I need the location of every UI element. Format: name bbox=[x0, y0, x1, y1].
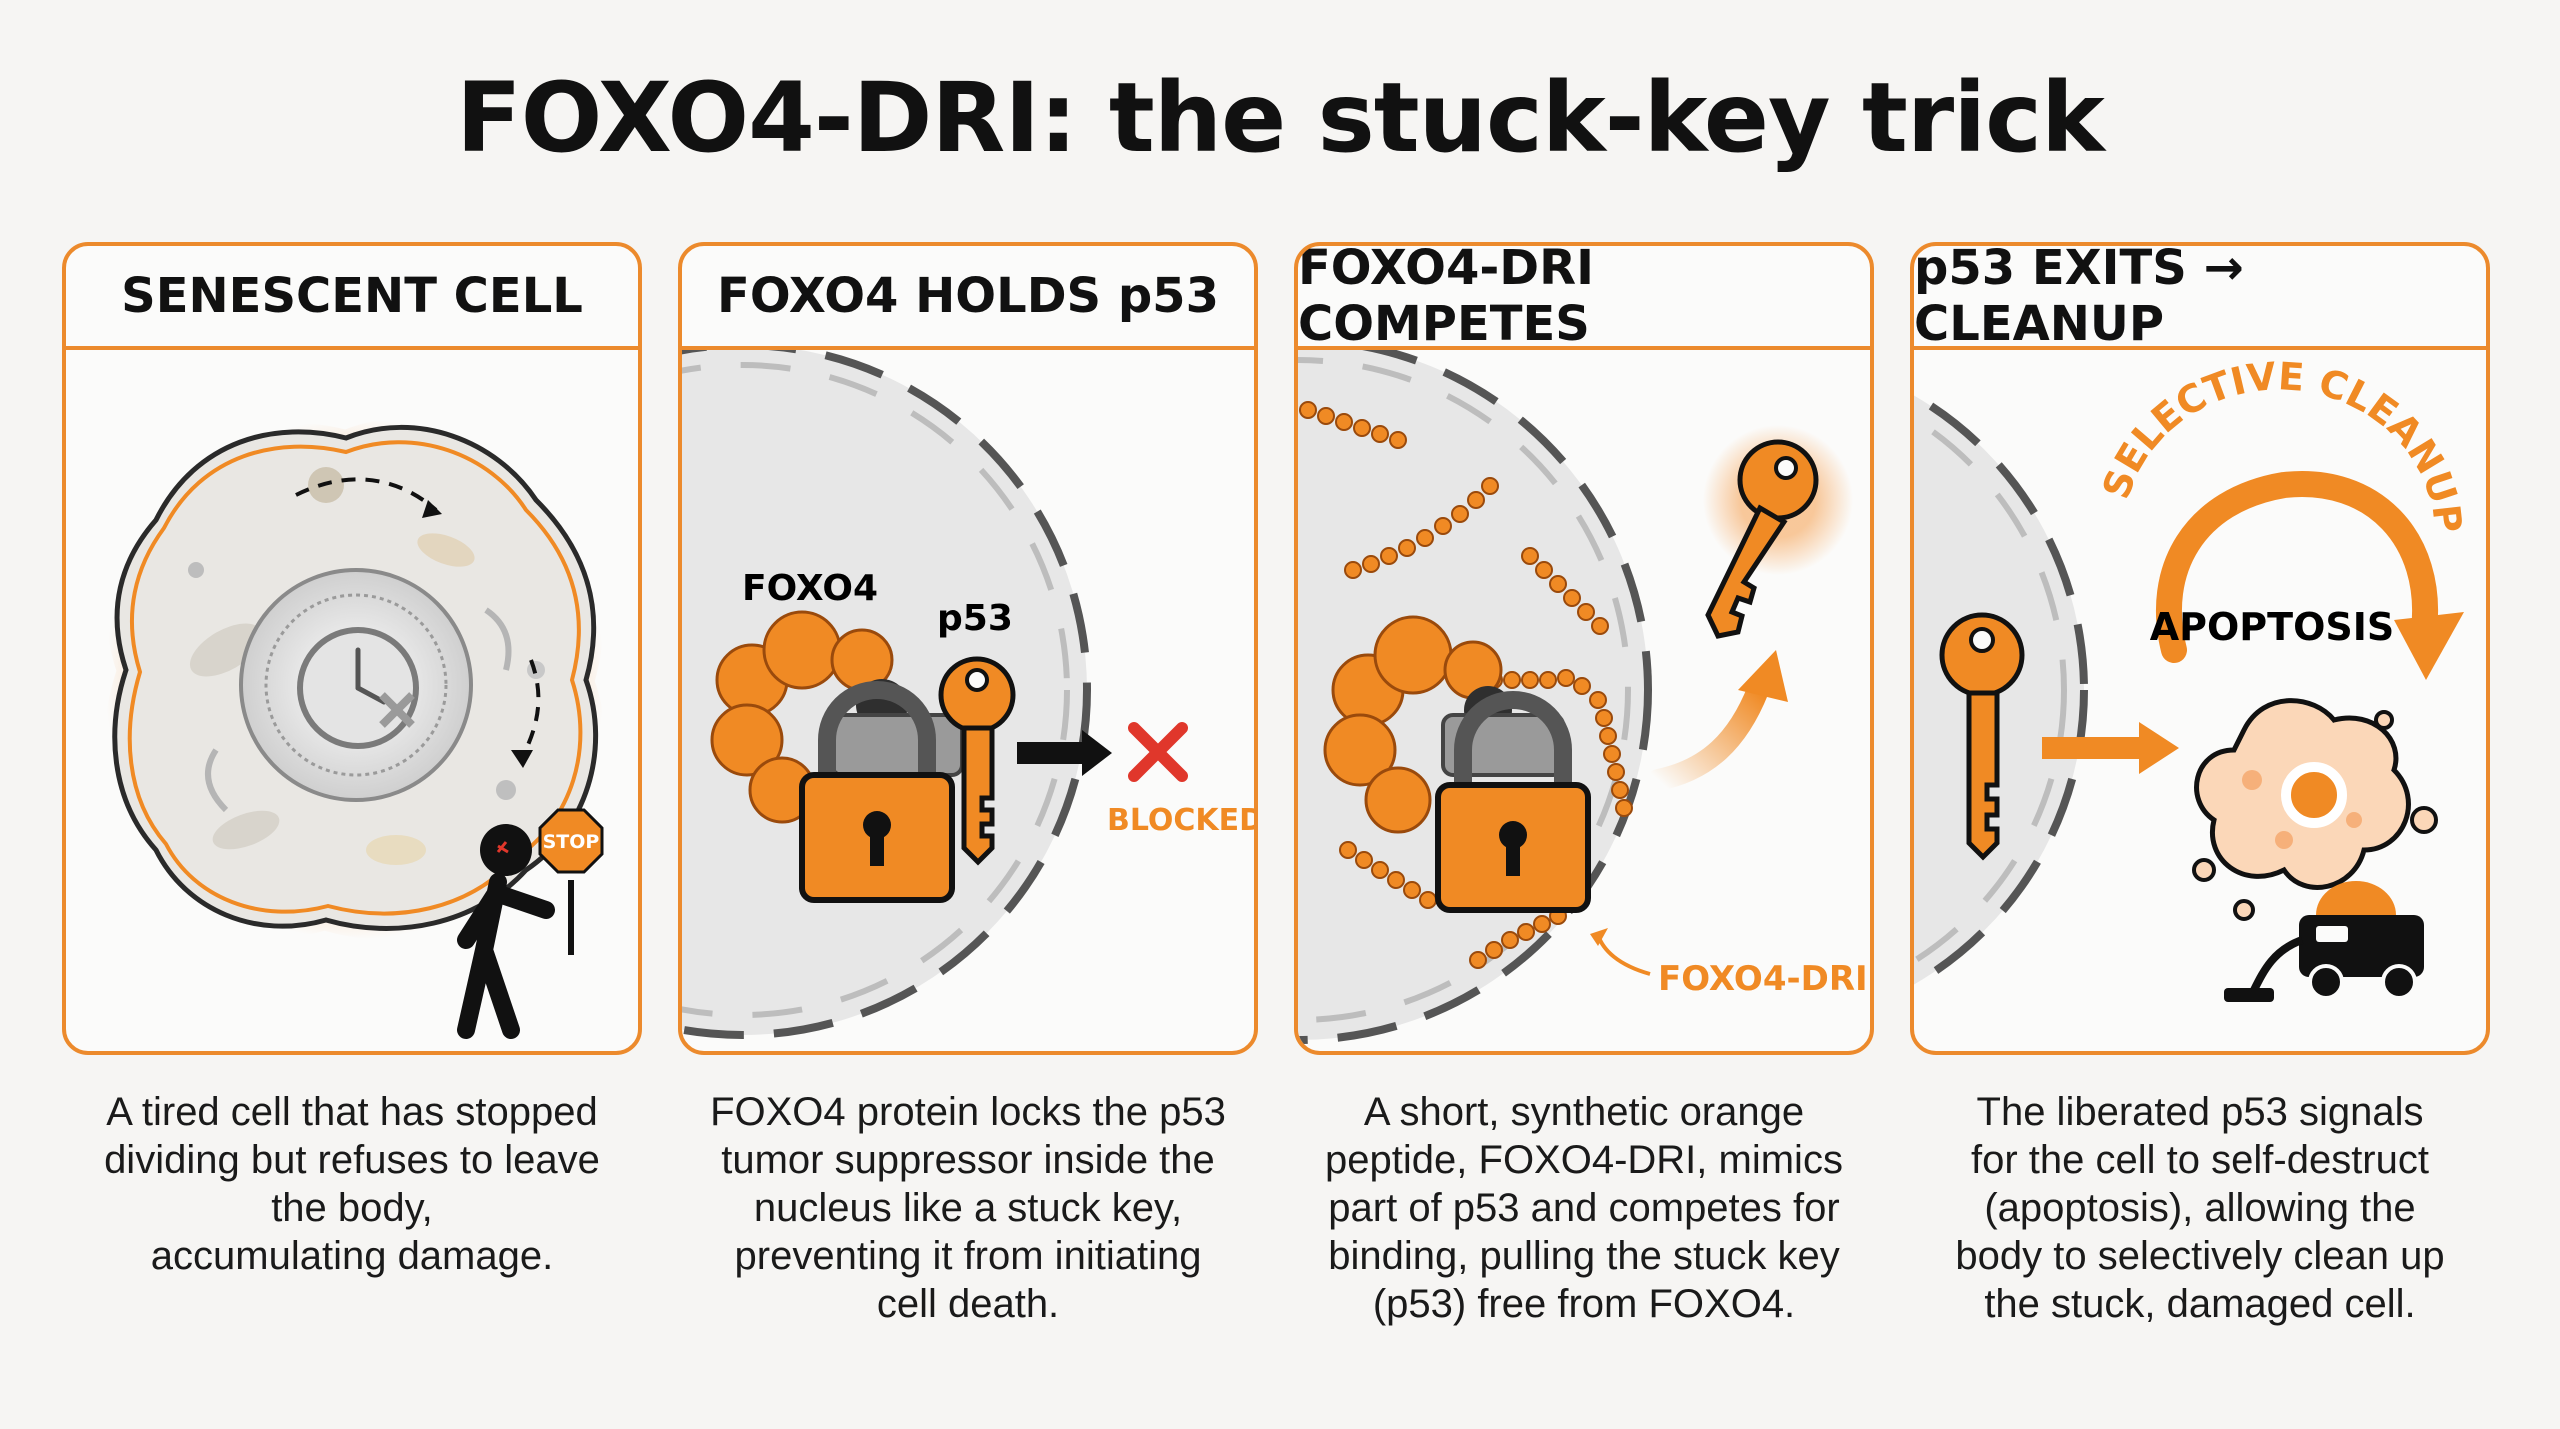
panel-p53-exits-cleanup: p53 EXITS → CLEANUP SELECTIVE CLEANUP AP… bbox=[1910, 242, 2490, 1055]
x-mark-icon bbox=[1128, 722, 1188, 782]
caption-senescent-cell: A tired cell that has stopped dividing b… bbox=[104, 1090, 600, 1278]
apoptosis-label: APOPTOSIS bbox=[2150, 605, 2395, 649]
padlock-icon bbox=[1435, 691, 1591, 913]
apoptotic-cell-icon bbox=[2192, 698, 2438, 921]
p53-key-icon bbox=[938, 656, 1016, 866]
stop-sign-label: STOP bbox=[543, 831, 600, 853]
clock-icon bbox=[297, 627, 419, 749]
foxo4-holds-p53-illustration: FOXO4 p53 BLOCKED bbox=[682, 350, 1254, 1039]
padlock-icon bbox=[799, 681, 955, 903]
foxo4-dri-label: FOXO4-DRI bbox=[1658, 959, 1868, 999]
panel-heading: p53 EXITS → CLEANUP bbox=[1914, 246, 2486, 352]
cycle-arrow bbox=[295, 477, 438, 512]
freed-p53-key-icon bbox=[1703, 425, 1853, 639]
p53-label: p53 bbox=[937, 598, 1013, 639]
blocked-label: BLOCKED bbox=[1107, 803, 1254, 838]
panel-heading: SENESCENT CELL bbox=[66, 246, 638, 350]
panel-foxo4-holds-p53: FOXO4 HOLDS p53 FOXO4 p53 bbox=[678, 242, 1258, 1055]
blocked-arrow-icon bbox=[1017, 730, 1112, 776]
p53-key-icon bbox=[1939, 612, 2025, 861]
foxo4-label: FOXO4 bbox=[742, 568, 878, 609]
p53-exits-cleanup-illustration: SELECTIVE CLEANUP APOPTOSIS bbox=[1914, 354, 2470, 1002]
caption-foxo4-dri-competes: A short, synthetic orange peptide, FOXO4… bbox=[1325, 1090, 1843, 1326]
panel-senescent-cell: SENESCENT CELL bbox=[62, 242, 642, 1055]
selective-cleanup-label: SELECTIVE CLEANUP bbox=[2094, 354, 2470, 535]
panel-heading: FOXO4-DRI COMPETES bbox=[1298, 246, 1870, 352]
caption-p53-exits-cleanup: The liberated p53 signals for the cell t… bbox=[1955, 1090, 2445, 1326]
foxo4-protein bbox=[710, 610, 908, 824]
cleanup-cycle-arrow-icon bbox=[2156, 471, 2464, 680]
foxo4-dri-competes-illustration: FOXO4-DRI bbox=[1298, 350, 1868, 1044]
exit-arrow-icon bbox=[2042, 722, 2179, 774]
vacuum-cleaner-icon bbox=[2224, 881, 2424, 1002]
panel-foxo4-dri-competes: FOXO4-DRI COMPETES bbox=[1294, 242, 1874, 1055]
page-title: FOXO4-DRI: the stuck-key trick bbox=[456, 62, 2105, 174]
senescent-cell-illustration: STOP bbox=[104, 418, 605, 1039]
panel-heading: FOXO4 HOLDS p53 bbox=[682, 246, 1254, 350]
tired-figure-icon bbox=[457, 824, 555, 1039]
release-arrow-icon bbox=[1647, 650, 1788, 791]
caption-foxo4-holds-p53: FOXO4 protein locks the p53 tumor suppre… bbox=[710, 1090, 1226, 1326]
stop-sign-icon: STOP bbox=[538, 808, 604, 955]
